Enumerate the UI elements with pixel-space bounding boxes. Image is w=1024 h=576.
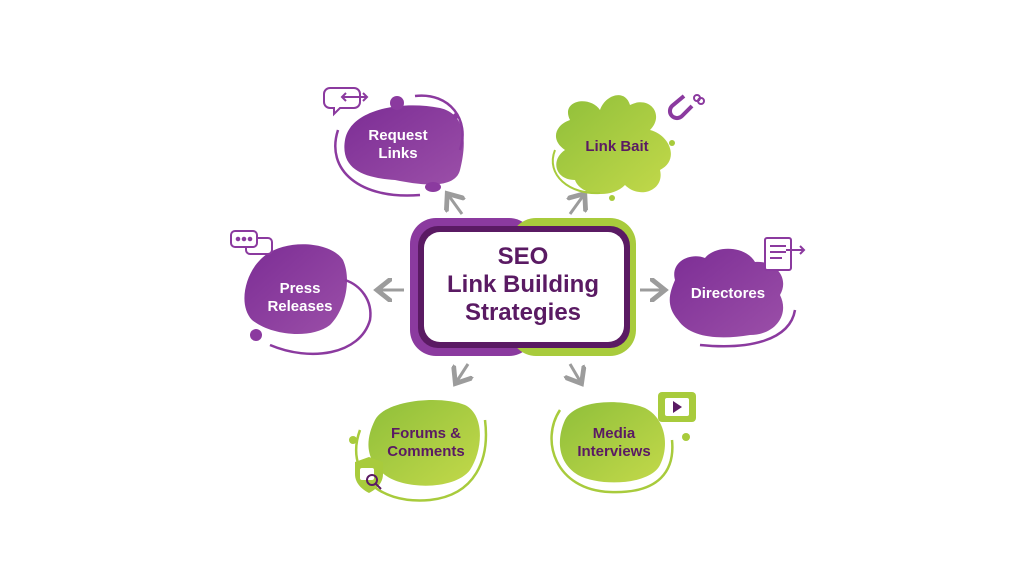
arrow-link-bait	[570, 196, 583, 215]
arrow-media	[570, 363, 580, 381]
media-interviews-blob	[550, 402, 690, 494]
press-releases-blob	[244, 244, 372, 356]
request-links-blob	[334, 94, 464, 197]
node-request-links: Request Links	[368, 127, 428, 162]
node-press-releases: Press Releases	[267, 280, 333, 315]
magnet-link-icon	[667, 94, 705, 121]
directores-blob	[669, 248, 797, 348]
arrow-request-links	[449, 196, 462, 215]
node-directores: Directores	[690, 285, 766, 302]
arrow-forums	[457, 363, 468, 381]
node-forums-comments: Forums & Comments	[387, 425, 465, 460]
center-box	[410, 218, 636, 356]
link-bait-blob	[551, 95, 675, 201]
node-link-bait: Link Bait	[585, 138, 649, 155]
chat-bubbles-icon	[230, 230, 273, 255]
video-play-icon	[658, 392, 696, 422]
center-title: SEO Link Building Strategies	[447, 243, 599, 326]
shield-search-icon	[355, 457, 383, 493]
directory-book-icon	[764, 237, 806, 271]
node-media-interviews: Media Interviews	[577, 425, 651, 460]
chat-arrows-icon	[323, 87, 369, 117]
